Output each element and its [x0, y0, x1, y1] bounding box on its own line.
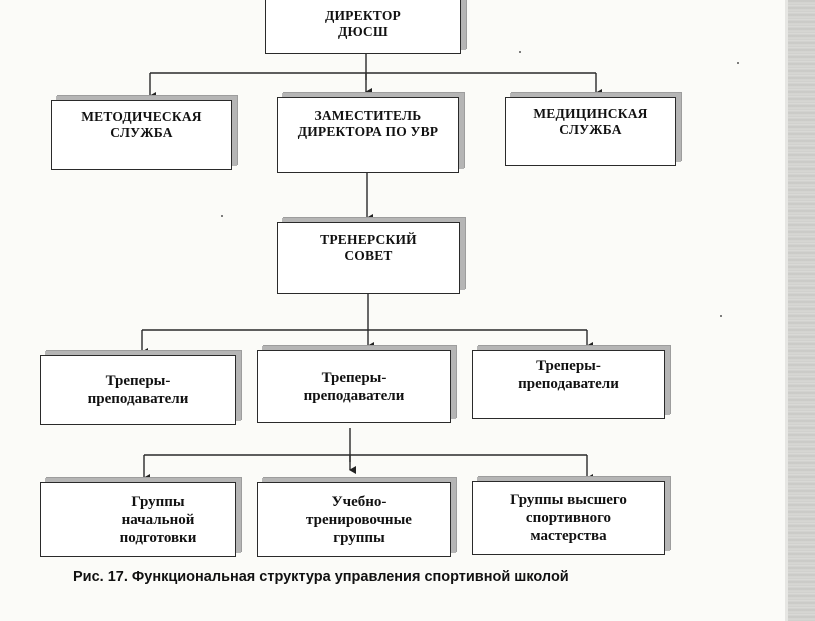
node-coaches-teachers-2: Треперы- преподаватели	[257, 350, 451, 423]
scan-speck	[221, 215, 223, 217]
node-coaches-teachers-1: Треперы- преподаватели	[40, 355, 236, 425]
node-methodical-service-label: МЕТОДИЧЕСКАЯ СЛУЖБА	[81, 109, 202, 141]
node-director-label: ДИРЕКТОР ДЮСШ	[324, 7, 401, 39]
node-groups-higher-mastery: Группы высшего спортивного мастерства	[472, 481, 665, 555]
node-coaches-council-label: ТРЕНЕРСКИЙ СОВЕТ	[320, 232, 417, 264]
node-coaches-teachers-1-label: Треперы- преподаватели	[87, 373, 189, 407]
node-coaches-teachers-3: Треперы- преподаватели	[472, 350, 665, 419]
node-deputy-director-label: ЗАМЕСТИТЕЛЬ ДИРЕКТОРА ПО УВР	[297, 108, 439, 140]
figure-caption: Рис. 17. Функциональная структура управл…	[73, 569, 569, 585]
node-groups-higher-mastery-label: Группы высшего спортивного мастерства	[510, 492, 627, 544]
node-groups-educational-training: Учебно- тренировочные группы	[257, 482, 451, 557]
scan-speck	[519, 51, 521, 53]
scan-speck	[720, 315, 722, 317]
node-medical-service: МЕДИЦИНСКАЯ СЛУЖБА	[505, 97, 676, 166]
node-coaches-teachers-2-label: Треперы- преподаватели	[303, 369, 405, 404]
node-deputy-director: ЗАМЕСТИТЕЛЬ ДИРЕКТОРА ПО УВР	[277, 97, 459, 173]
node-director: ДИРЕКТОР ДЮСШ	[265, 0, 461, 54]
node-coaches-council: ТРЕНЕРСКИЙ СОВЕТ	[277, 222, 460, 294]
node-coaches-teachers-3-label: Треперы- преподаватели	[518, 358, 619, 392]
page-edge-strip	[785, 0, 815, 621]
node-groups-initial-training: Группы начальной подготовки	[40, 482, 236, 557]
node-groups-educational-training-label: Учебно- тренировочные группы	[306, 493, 412, 546]
scan-speck	[737, 62, 739, 64]
node-methodical-service: МЕТОДИЧЕСКАЯ СЛУЖБА	[51, 100, 232, 170]
node-groups-initial-training-label: Группы начальной подготовки	[119, 493, 197, 546]
node-medical-service-label: МЕДИЦИНСКАЯ СЛУЖБА	[533, 106, 648, 138]
